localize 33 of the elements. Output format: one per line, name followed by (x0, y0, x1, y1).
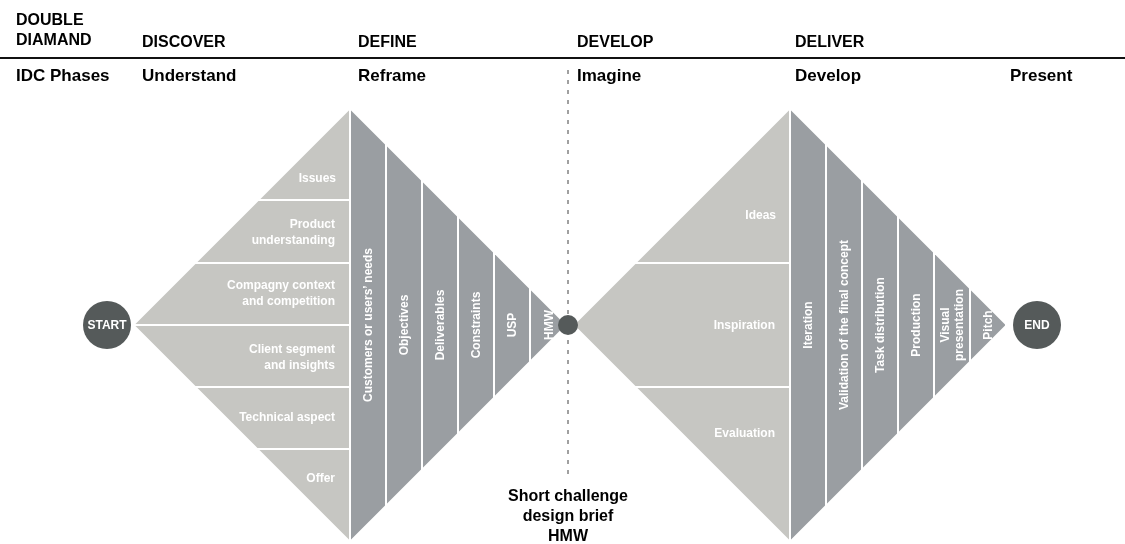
segment-label: Evaluation (713, 425, 775, 441)
heading-label: Understand (142, 66, 237, 86)
segment-label: Inspiration (712, 317, 775, 333)
segment-label: Client segment and insights (248, 341, 335, 373)
heading-label: Present (1010, 66, 1073, 86)
segment-label: Offer (305, 470, 335, 486)
segment-label: Customers or users’ needs (361, 247, 375, 403)
heading-label: Imagine (577, 66, 642, 86)
heading-label: Short challenge design brief HMW (507, 486, 629, 544)
segment-label: Production (909, 293, 923, 357)
heading-label: IDC Phases (16, 66, 110, 86)
heading-label: Develop (795, 66, 862, 86)
segment-label: Deliverables (433, 289, 447, 361)
segment-label: HMW (541, 310, 556, 340)
segment-label: Ideas (744, 207, 776, 223)
segment-label: Compagny context and competition (226, 277, 335, 309)
segment-label: Iteration (801, 301, 815, 349)
heading-label: DOUBLE DIAMAND (16, 10, 93, 50)
heading-label: DEFINE (358, 32, 417, 52)
segment-label: Objectives (397, 294, 411, 356)
segment-label: Constraints (469, 291, 483, 359)
segment-label: Issues (297, 170, 336, 186)
segment-label: Task distribution (873, 277, 887, 373)
segment-label: Product understanding (250, 216, 335, 248)
segment-label: Pitch (981, 310, 995, 340)
heading-label: DELIVER (795, 32, 865, 52)
segment-label: USP (505, 312, 519, 338)
heading-label: DISCOVER (142, 32, 226, 52)
segment-label: Visual presentation (938, 288, 966, 363)
heading-label: Reframe (358, 66, 427, 86)
heading-label: DEVELOP (577, 32, 654, 52)
segment-label: Technical aspect (238, 409, 335, 425)
segment-label: Validation of the final concept (837, 240, 851, 410)
